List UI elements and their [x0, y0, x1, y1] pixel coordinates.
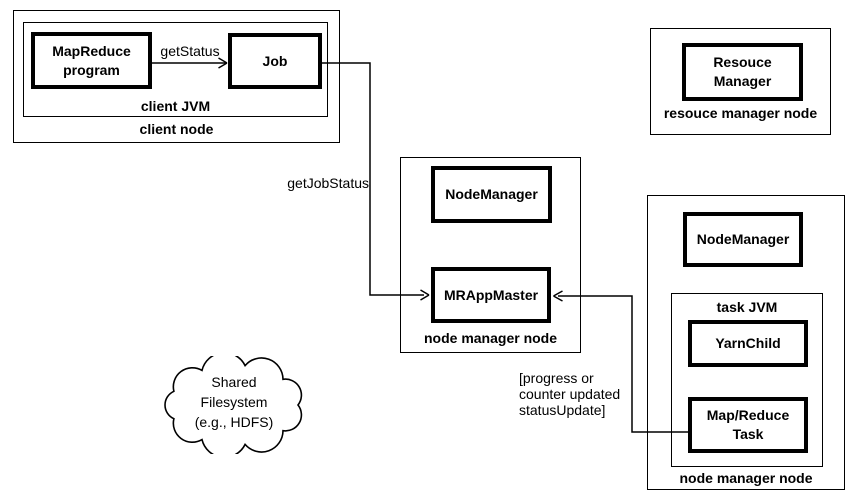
node-manager-node-right-label: node manager node	[679, 470, 813, 486]
yarnchild-box: YarnChild	[688, 320, 808, 367]
cloud-text-line: Filesystem	[200, 394, 268, 410]
cloud-text-line: (e.g., HDFS)	[194, 414, 274, 430]
mrappmaster-box: MRAppMaster	[431, 267, 551, 323]
map-reduce-task-label: Map/Reduce	[706, 407, 790, 423]
status-update-line: [progress or	[519, 370, 594, 386]
get-job-status-label: getJobStatus	[287, 175, 369, 191]
status-update-line: counter updated	[519, 386, 621, 402]
yarnchild-label: YarnChild	[715, 335, 781, 351]
get-status-label: getStatus	[160, 43, 220, 59]
status-update-label: [progress or counter updated statusUpdat…	[519, 370, 639, 418]
node-manager-node-center-label: node manager node	[423, 330, 558, 346]
status-update-line: statusUpdate]	[519, 402, 606, 418]
cloud-text-line: Shared	[211, 374, 257, 390]
nodemanager-center-label: NodeManager	[445, 186, 538, 202]
resource-manager-node-box	[650, 28, 831, 135]
job-box: Job	[228, 33, 322, 89]
resource-manager-label: Manager	[713, 73, 772, 89]
resource-manager-node-label: resouce manager node	[663, 105, 818, 121]
mapreduce-program-box: MapReduce program	[31, 32, 152, 89]
mapreduce-program-label: program	[63, 61, 120, 78]
mrappmaster-label: MRAppMaster	[443, 286, 539, 303]
map-reduce-task-box: Map/Reduce Task	[688, 397, 808, 453]
task-jvm-label: task JVM	[716, 299, 778, 315]
nodemanager-center-box: NodeManager	[431, 166, 552, 223]
resource-manager-label: Resouce	[713, 54, 772, 70]
resource-manager-box: Resouce Manager	[682, 43, 803, 101]
mapreduce-program-label: MapReduce	[52, 42, 131, 59]
client-jvm-label: client JVM	[140, 98, 211, 114]
shared-filesystem-label: Shared Filesystem (e.g., HDFS)	[166, 372, 302, 432]
job-label: Job	[262, 52, 288, 69]
map-reduce-task-label: Task	[732, 426, 764, 442]
client-node-label: client node	[139, 121, 214, 137]
nodemanager-right-label: NodeManager	[696, 231, 790, 247]
nodemanager-right-box: NodeManager	[683, 212, 803, 267]
